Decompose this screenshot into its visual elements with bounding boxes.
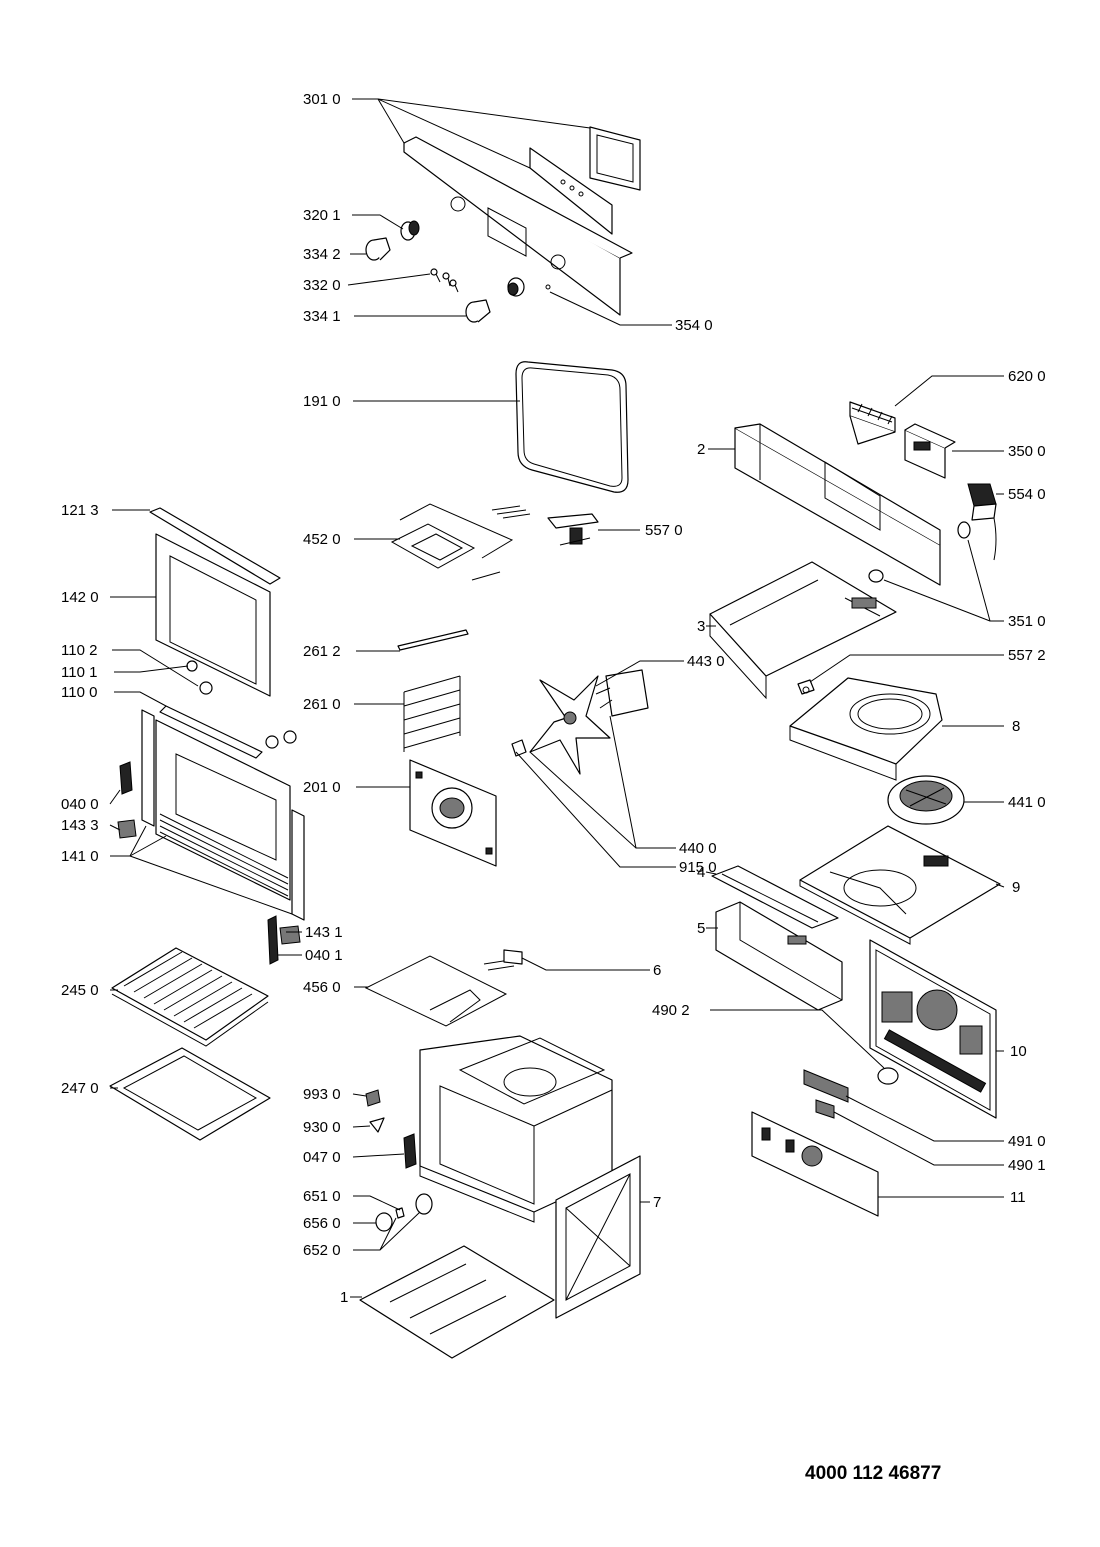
fan-blade-part xyxy=(511,669,649,775)
wire-shelf-part xyxy=(111,947,269,1047)
bottom-panel-part xyxy=(359,1245,555,1359)
part-label: 332 0 xyxy=(303,277,341,294)
knob-parts xyxy=(365,220,525,323)
part-label: 554 0 xyxy=(1008,486,1046,503)
part-label: 191 0 xyxy=(303,393,341,410)
door-gasket-part xyxy=(515,361,629,493)
part-label: 993 0 xyxy=(303,1086,341,1103)
part-label: 040 1 xyxy=(305,947,343,964)
cooling-fan-part xyxy=(887,775,965,825)
part-label: 5 xyxy=(697,920,705,937)
document-code: 4000 112 46877 xyxy=(805,1463,941,1484)
part-label: 620 0 xyxy=(1008,368,1046,385)
part-label: 247 0 xyxy=(61,1080,99,1097)
part-label: 7 xyxy=(653,1194,661,1211)
back-panel-part xyxy=(869,939,997,1119)
part-label: 490 1 xyxy=(1008,1157,1046,1174)
part-label: 10 xyxy=(1010,1043,1027,1060)
part-label: 047 0 xyxy=(303,1149,341,1166)
part-label: 651 0 xyxy=(303,1188,341,1205)
leader-lines xyxy=(109,98,1005,1298)
part-label: 334 2 xyxy=(303,246,341,263)
part-label: 110 1 xyxy=(61,664,97,681)
shelf-rail-parts xyxy=(397,629,469,752)
lower-right-parts xyxy=(751,1067,899,1217)
door-top-trim-part xyxy=(149,507,281,585)
part-label: 440 0 xyxy=(679,840,717,857)
cooling-cover-part xyxy=(709,561,897,700)
part-label: 320 1 xyxy=(303,207,341,224)
part-label: 201 0 xyxy=(303,779,341,796)
part-label: 930 0 xyxy=(303,1119,341,1136)
side-panel-part xyxy=(555,1155,641,1319)
door-inner-parts xyxy=(141,660,305,921)
rail-part xyxy=(711,865,839,929)
part-label: 456 0 xyxy=(303,979,341,996)
part-label: 351 0 xyxy=(1008,613,1046,630)
top-plate-part xyxy=(799,825,1001,945)
lamp-parts xyxy=(868,521,971,583)
thermostat-part xyxy=(547,513,599,546)
part-label: 040 0 xyxy=(61,796,99,813)
part-label: 441 0 xyxy=(1008,794,1046,811)
fan-motor-plate-part xyxy=(409,759,497,867)
door-glass-part xyxy=(155,533,271,697)
timer-display-part xyxy=(904,423,956,479)
part-label: 1 xyxy=(340,1289,348,1306)
part-label: 6 xyxy=(653,962,661,979)
terminal-block-part xyxy=(849,401,896,445)
rear-bracket-part xyxy=(715,901,843,1011)
part-label: 261 2 xyxy=(303,643,341,660)
part-label: 4 xyxy=(697,864,705,881)
part-label: 656 0 xyxy=(303,1215,341,1232)
relay-part xyxy=(967,483,997,561)
part-label: 915 0 xyxy=(679,859,717,876)
control-panel-part xyxy=(403,126,641,316)
part-label: 121 3 xyxy=(61,502,99,519)
part-label: 143 1 xyxy=(305,924,343,941)
part-label: 334 1 xyxy=(303,308,341,325)
hinge-parts xyxy=(117,761,301,965)
part-label: 11 xyxy=(1010,1189,1026,1206)
control-frame-part xyxy=(734,423,941,586)
part-label: 490 2 xyxy=(652,1002,690,1019)
part-label: 2 xyxy=(697,441,705,458)
part-label: 557 0 xyxy=(645,522,683,539)
part-label: 452 0 xyxy=(303,531,341,548)
part-labels: 301 0 320 1 334 2 332 0 334 1 354 0 191 … xyxy=(61,91,1046,1306)
grill-element-part xyxy=(390,503,531,581)
small-hardware-parts xyxy=(365,1089,433,1232)
baking-tray-part xyxy=(109,1047,271,1141)
part-label: 142 0 xyxy=(61,589,99,606)
part-label: 9 xyxy=(1012,879,1020,896)
fan-cover-plate-part xyxy=(789,677,943,781)
part-label: 143 3 xyxy=(61,817,99,834)
lower-element-part xyxy=(364,949,523,1027)
part-label: 491 0 xyxy=(1008,1133,1046,1150)
sensor-part xyxy=(797,679,815,695)
part-label: 8 xyxy=(1012,718,1020,735)
part-label: 3 xyxy=(697,618,705,635)
part-label: 110 0 xyxy=(61,684,97,701)
part-label: 350 0 xyxy=(1008,443,1046,460)
part-label: 245 0 xyxy=(61,982,99,999)
part-label: 141 0 xyxy=(61,848,99,865)
part-label: 261 0 xyxy=(303,696,341,713)
part-label: 110 2 xyxy=(61,642,97,659)
part-label: 354 0 xyxy=(675,317,713,334)
part-label: 443 0 xyxy=(687,653,725,670)
part-label: 301 0 xyxy=(303,91,341,108)
part-label: 557 2 xyxy=(1008,647,1046,664)
part-label: 652 0 xyxy=(303,1242,341,1259)
